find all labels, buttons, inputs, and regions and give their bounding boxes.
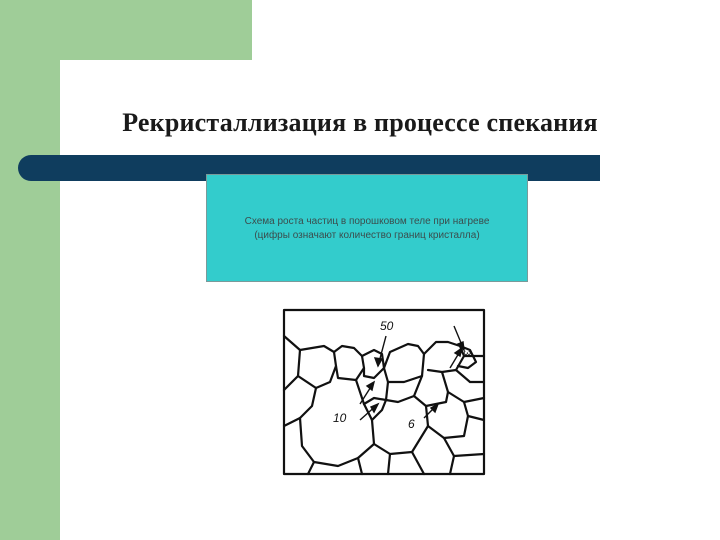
arrow-head: [369, 402, 380, 414]
grain-boundary: [382, 342, 426, 384]
label-10: 10: [333, 411, 347, 425]
grain-boundary: [410, 450, 426, 476]
label-6: 6: [408, 417, 415, 431]
grain-boundary: [442, 436, 486, 458]
grain-boundary: [362, 380, 390, 406]
grain-growth-diagram: 50 3 10 6: [278, 306, 490, 478]
slide-title: Рекристаллизация в процессе спекания: [122, 108, 598, 137]
caption-text: Схема роста частиц в порошковом теле при…: [207, 215, 527, 243]
arrow-head: [365, 380, 376, 392]
grain-boundary: [298, 378, 376, 468]
label-3: 3: [462, 349, 473, 356]
caption-line-1: Схема роста частиц в порошковом теле при…: [244, 216, 490, 227]
caption-line-2: (цифры означают количество границ криста…: [254, 230, 480, 241]
arrow-head: [373, 357, 384, 368]
green-decor-left: [0, 0, 60, 540]
grain-boundary: [282, 416, 302, 428]
grain-boundary: [356, 456, 364, 476]
grain-boundary: [422, 340, 466, 374]
grain-boundary: [456, 344, 478, 370]
arrow-head: [453, 346, 464, 358]
label-50: 50: [380, 319, 394, 333]
grain-boundary: [440, 370, 486, 404]
arrow-head: [456, 341, 465, 352]
grain-boundary: [332, 344, 366, 382]
grain-boundary: [466, 414, 486, 422]
grain-boundary: [424, 400, 470, 440]
grain-boundary: [448, 454, 456, 476]
grain-boundary: [282, 334, 336, 354]
grain-boundary: [296, 348, 338, 390]
diagram-frame: [282, 308, 486, 476]
grain-boundary: [454, 368, 486, 384]
grain-boundary: [386, 452, 392, 476]
grain-diagram-svg: 50 3 10 6: [282, 308, 486, 476]
grain-boundary: [370, 398, 388, 422]
grain-boundary: [306, 460, 316, 476]
grain-boundary: [412, 390, 450, 408]
caption-box: Схема роста частиц в порошковом теле при…: [206, 174, 528, 282]
grain-boundary: [384, 374, 424, 404]
grain-boundary: [282, 374, 300, 392]
arrow-head: [429, 402, 440, 414]
grain-boundary: [372, 424, 430, 456]
